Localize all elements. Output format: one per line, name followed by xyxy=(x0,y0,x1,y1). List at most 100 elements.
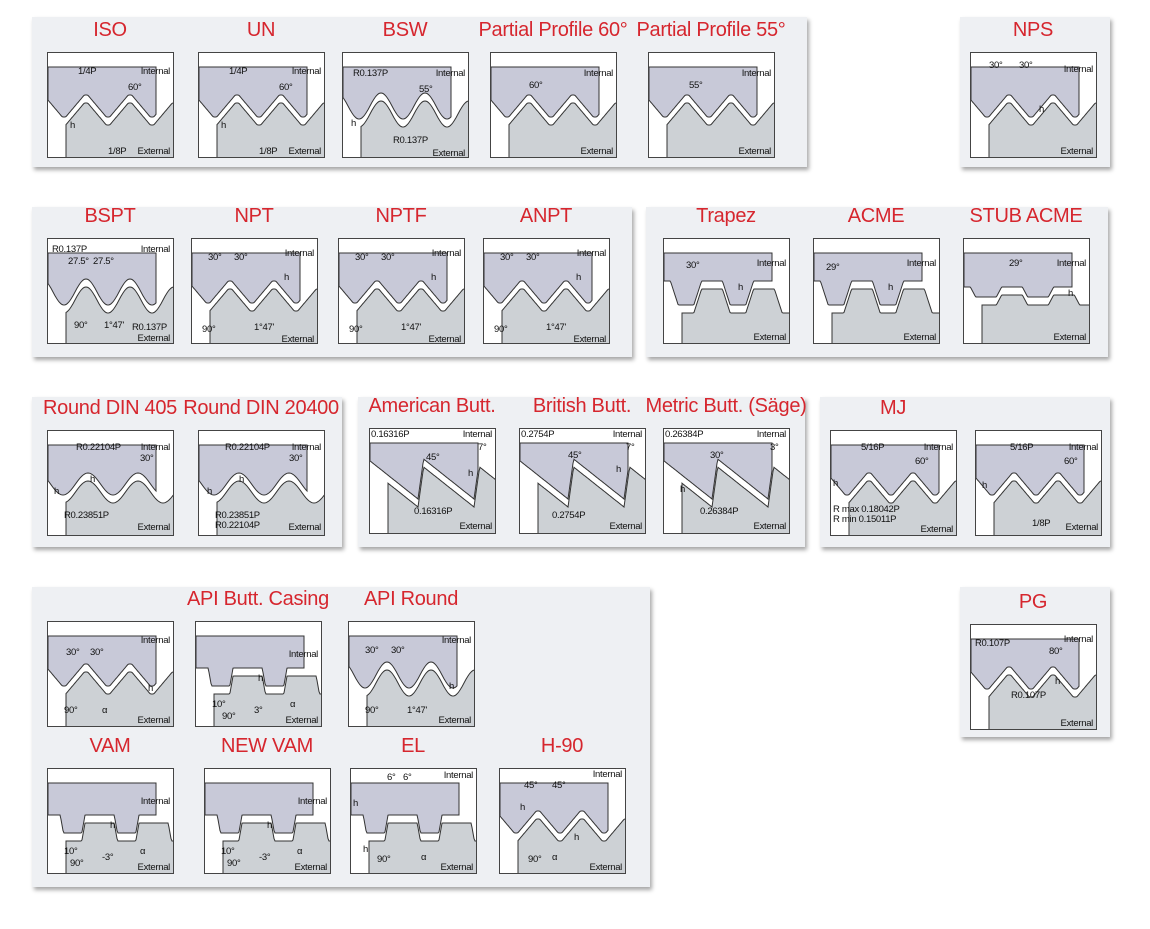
external-thread-shape xyxy=(666,102,774,157)
external-thread-shape xyxy=(65,286,173,343)
dimension-label: External xyxy=(753,521,787,532)
dimension-label: 1/4P xyxy=(78,66,97,77)
dimension-label: 7° xyxy=(478,442,487,453)
profile-title: BSW xyxy=(382,19,428,41)
profile-drawing xyxy=(196,635,321,726)
dimension-label: External xyxy=(903,332,937,343)
dimension-label: External xyxy=(137,715,171,726)
external-thread-shape xyxy=(65,822,173,873)
internal-thread-shape xyxy=(199,444,308,496)
dimension-label: 10° xyxy=(64,846,78,857)
dimension-label: Internal xyxy=(1063,64,1094,75)
dimension-label: h xyxy=(982,480,987,491)
dimension-label: h xyxy=(738,282,743,293)
dimension-label: R0.22104P xyxy=(225,442,270,453)
external-thread-shape xyxy=(213,675,321,726)
dimension-label: 30° xyxy=(381,252,395,263)
external-thread-shape xyxy=(209,288,317,343)
dimension-label: 30° xyxy=(500,252,514,263)
dimension-label: R max 0.18042P xyxy=(833,504,900,515)
dimension-label: Internal xyxy=(140,244,171,255)
dimension-label: h xyxy=(110,820,115,831)
dimension-label: h xyxy=(616,464,621,475)
dimension-label: R0.22104P xyxy=(215,520,260,531)
dimension-label: R0.137P xyxy=(132,322,167,333)
external-thread-shape xyxy=(517,818,625,873)
dimension-label: 0.2754P xyxy=(521,429,555,440)
dimension-label: 45° xyxy=(568,450,582,461)
dimension-label: 3° xyxy=(254,705,263,716)
profile-drawing xyxy=(48,635,173,726)
profile-title: API Butt. Casing xyxy=(187,588,329,610)
dimension-label: 27.5° xyxy=(68,256,89,267)
profile-drawing xyxy=(48,444,173,535)
internal-thread-shape xyxy=(964,252,1073,298)
dimension-label: Internal xyxy=(756,429,787,440)
dimension-label: 30° xyxy=(365,645,379,656)
profile-title: NPS xyxy=(1012,19,1054,41)
dimension-label: Internal xyxy=(435,68,466,79)
dimension-label: External xyxy=(137,146,171,157)
profile-title: PG xyxy=(1018,591,1048,613)
internal-thread-shape xyxy=(831,444,940,496)
external-thread-shape xyxy=(501,288,609,343)
dimension-label: External xyxy=(573,334,607,344)
dimension-label: h xyxy=(363,844,368,855)
internal-thread-shape xyxy=(339,252,448,304)
dimension-label: External xyxy=(438,715,472,726)
dimension-label: h xyxy=(1068,288,1073,299)
dimension-label: Internal xyxy=(576,248,607,259)
dimension-label: h xyxy=(1055,676,1060,687)
dimension-label: R0.137P xyxy=(52,244,87,255)
dimension-label: 60° xyxy=(915,456,929,467)
internal-thread-shape xyxy=(48,252,157,306)
external-thread-shape xyxy=(65,102,173,157)
profile-drawing xyxy=(520,442,645,533)
external-thread-shape xyxy=(831,288,939,343)
external-thread-shape xyxy=(537,466,645,533)
dimension-label: 30° xyxy=(355,252,369,263)
dimension-label: External xyxy=(432,148,466,158)
dimension-label: h xyxy=(888,282,893,293)
dimension-label: 30° xyxy=(140,453,154,464)
profile-title xyxy=(943,397,1133,419)
dimension-label: 90° xyxy=(70,858,84,869)
dimension-label: R0.107P xyxy=(1011,690,1046,701)
dimension-label: Internal xyxy=(291,66,322,77)
dimension-label: External xyxy=(288,522,322,533)
dimension-label: 60° xyxy=(279,82,293,93)
dimension-label: External xyxy=(288,146,322,157)
profile-title: STUB ACME xyxy=(969,205,1083,227)
internal-thread-shape xyxy=(351,782,460,834)
dimension-label: 30° xyxy=(289,453,303,464)
profile-drawing xyxy=(484,252,609,343)
profile-title: MJ xyxy=(879,397,907,419)
dimension-label: External xyxy=(609,521,643,532)
dimension-label: 90° xyxy=(528,854,542,865)
internal-thread-shape xyxy=(484,252,593,304)
dimension-label: External xyxy=(580,146,614,157)
dimension-label: External xyxy=(137,522,171,533)
profile-drawing xyxy=(343,66,468,157)
profile-drawing xyxy=(649,66,774,157)
external-thread-shape xyxy=(222,822,330,873)
dimension-label: 1°47' xyxy=(401,322,421,333)
internal-thread-shape xyxy=(664,252,773,306)
dimension-label: 3° xyxy=(770,442,779,453)
dimension-label: h xyxy=(431,272,436,283)
dimension-label: h xyxy=(520,802,525,813)
dimension-label: 30° xyxy=(391,645,405,656)
dimension-label: 1°47' xyxy=(546,322,566,333)
profile-drawing xyxy=(814,252,939,343)
internal-thread-shape xyxy=(814,252,923,306)
